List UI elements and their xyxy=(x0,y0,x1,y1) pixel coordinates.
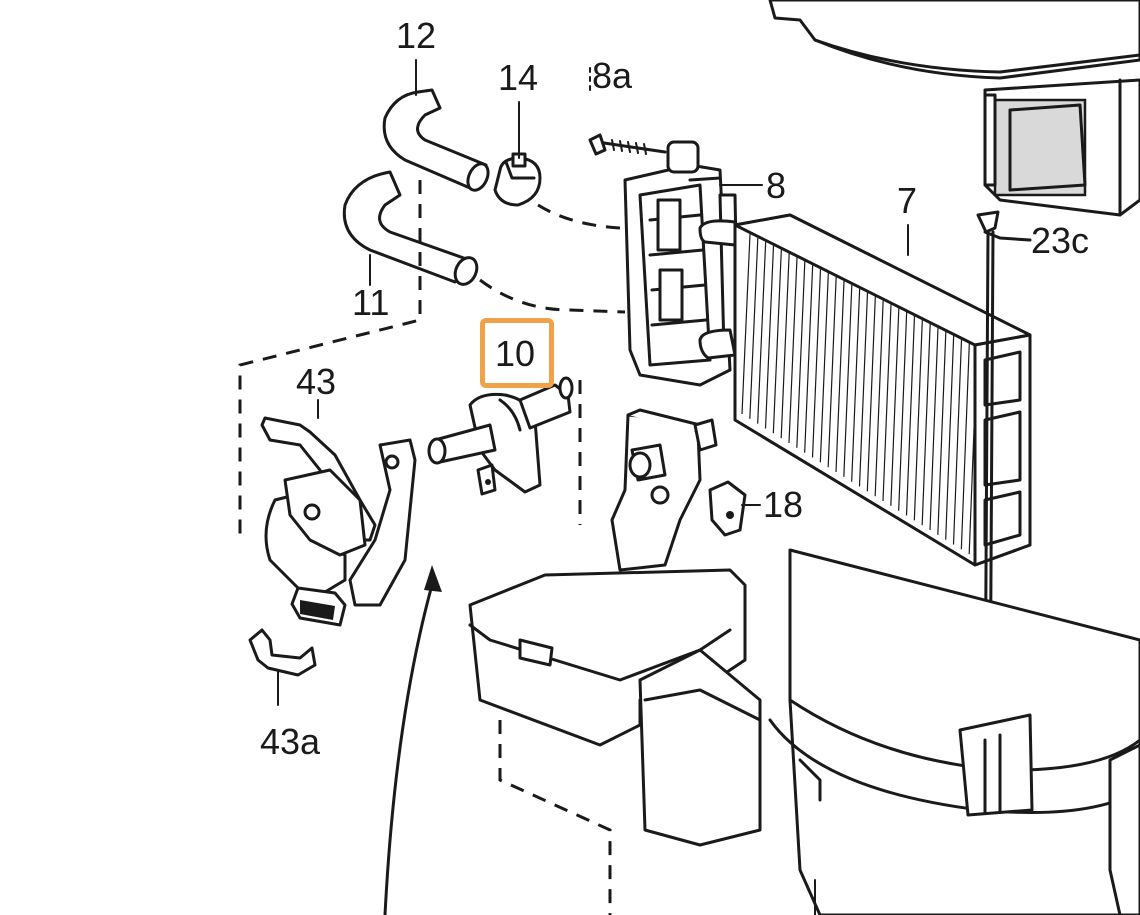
highlight-box xyxy=(480,318,554,388)
heater-core-fin xyxy=(929,327,939,531)
heater-core-fin xyxy=(851,288,861,482)
clamp-14 xyxy=(493,152,542,207)
bracket-8 xyxy=(623,140,740,387)
clip-18 xyxy=(708,480,747,537)
callout-11: 11 xyxy=(352,282,390,323)
callout-10: 10 xyxy=(495,333,536,374)
heater-core-fin xyxy=(874,300,884,497)
heater-core-fin xyxy=(960,343,970,550)
callout-43: 43 xyxy=(296,361,337,402)
leader-lines xyxy=(369,59,909,506)
callout-7: 7 xyxy=(897,180,918,221)
callout-18: 18 xyxy=(763,484,804,525)
airflow-arrow xyxy=(383,565,442,915)
heater-core-fin xyxy=(882,304,892,502)
heater-core-fin xyxy=(804,265,814,453)
lower-housing xyxy=(468,548,1140,915)
heater-core-fin xyxy=(835,280,845,473)
valve-10 xyxy=(427,376,574,496)
heater-core-fin xyxy=(741,233,751,415)
heater-core-fin xyxy=(827,276,837,468)
callout-23c: 23c xyxy=(1031,220,1090,261)
heater-core-7 xyxy=(698,213,1032,567)
heater-core-fin xyxy=(757,241,767,424)
callout-8: 8 xyxy=(766,165,787,206)
heater-core-fin xyxy=(858,292,869,487)
center-bracket xyxy=(610,408,718,572)
heater-core-fin xyxy=(780,253,790,439)
heater-core-fin xyxy=(952,339,963,545)
heater-core-fin xyxy=(772,249,782,434)
heater-core-fin xyxy=(866,296,876,492)
hose-12 xyxy=(382,88,490,192)
heater-core-fin xyxy=(921,323,931,526)
callout-14: 14 xyxy=(498,57,539,98)
callout-8a: 8a xyxy=(592,55,633,96)
clip-43a xyxy=(248,628,317,706)
heater-core-fin xyxy=(764,245,775,429)
heater-core-fin xyxy=(890,308,900,506)
heater-core-fin xyxy=(788,257,798,444)
callout-12: 12 xyxy=(396,15,437,56)
heater-core-fin xyxy=(749,237,759,419)
callout-43a: 43a xyxy=(260,721,321,762)
screw-8a xyxy=(588,67,667,156)
heater-core-fin xyxy=(843,284,853,477)
heater-core-fin xyxy=(937,331,947,535)
heater-core-fin xyxy=(905,315,916,516)
bracket-43 xyxy=(260,399,417,627)
hose-11 xyxy=(342,170,479,286)
heater-core-fin xyxy=(796,261,806,448)
heater-core-fin xyxy=(811,269,822,458)
heater-core-fin xyxy=(913,319,923,521)
blower-housing-top xyxy=(768,0,1140,217)
heater-core-fin xyxy=(945,335,955,540)
heater-core-fin xyxy=(898,311,908,511)
heater-core-fin xyxy=(819,272,829,463)
